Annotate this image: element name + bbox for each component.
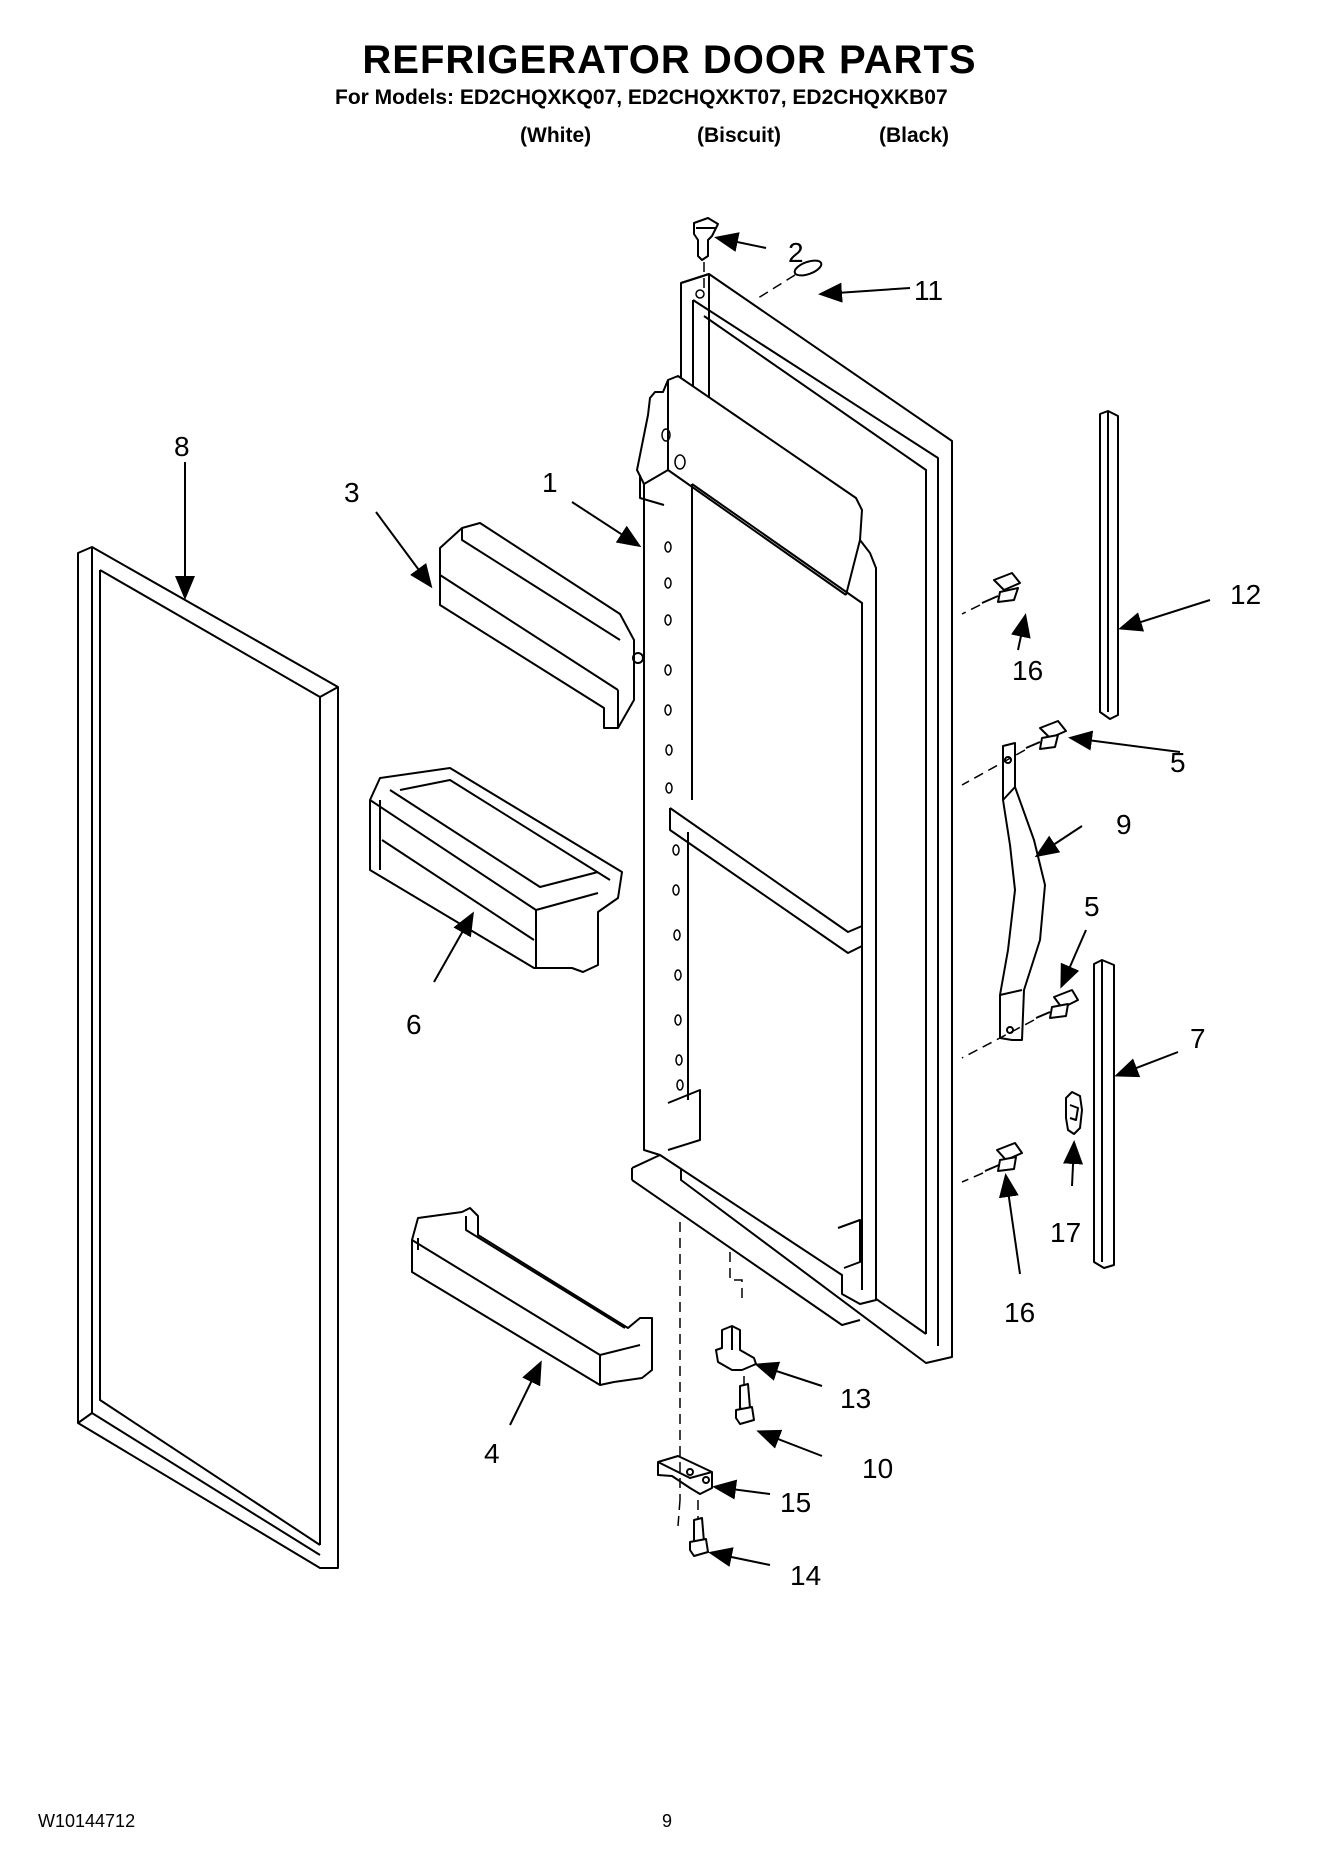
- door-shelf-bar: [411, 1207, 653, 1386]
- color-biscuit: (Biscuit): [697, 124, 781, 147]
- door-handle: [999, 742, 1046, 1041]
- shelf-holes: [661, 289, 705, 1091]
- callout-15: 15: [780, 1487, 811, 1518]
- callout-3: 3: [344, 477, 360, 508]
- callout-14: 14: [790, 1560, 821, 1591]
- callout-9: 9: [1116, 809, 1132, 840]
- callout-12: 12: [1230, 579, 1261, 610]
- screw-16-lower: [984, 1142, 1023, 1172]
- callout-8: 8: [174, 431, 190, 462]
- callout-labels: 1 2 3 4 5 5 6 7 8 9 10 11 12 13 14 15 16…: [174, 237, 1261, 1591]
- screw-5-upper: [1025, 720, 1067, 750]
- door-liner: [631, 375, 877, 1326]
- hinge-pin: [715, 1325, 757, 1371]
- dairy-cover: [439, 522, 644, 729]
- callout-10: 10: [862, 1453, 893, 1484]
- callout-16-upper: 16: [1012, 655, 1043, 686]
- door-bin: [369, 767, 623, 973]
- hinge-bracket: [657, 1455, 713, 1495]
- clip: [1065, 1091, 1083, 1135]
- callout-11: 11: [914, 275, 943, 306]
- color-black: (Black): [879, 124, 950, 147]
- color-white: (White): [520, 124, 592, 147]
- callout-1: 1: [542, 467, 558, 498]
- callout-6: 6: [406, 1009, 422, 1040]
- plug: [693, 217, 719, 261]
- screw-10: [735, 1383, 755, 1425]
- callout-13: 13: [840, 1383, 871, 1414]
- callout-5-upper: 5: [1170, 747, 1186, 778]
- document-number: W10144712: [38, 1811, 136, 1831]
- page-number: 9: [662, 1811, 673, 1831]
- screw-16-upper: [981, 572, 1021, 604]
- screw-5-lower: [1035, 989, 1079, 1019]
- door-gasket: [77, 546, 339, 1569]
- leader-arrows: [175, 232, 1211, 1567]
- screw-14: [689, 1517, 709, 1557]
- callout-5-lower: 5: [1084, 891, 1100, 922]
- door-trim-upper: [1099, 410, 1119, 720]
- page-title: REFRIGERATOR DOOR PARTS: [362, 38, 977, 82]
- callout-16-lower: 16: [1004, 1297, 1035, 1328]
- callout-17: 17: [1050, 1217, 1081, 1248]
- callout-2: 2: [788, 237, 804, 268]
- models-line: For Models: ED2CHQXKQ07, ED2CHQXKT07, ED…: [335, 86, 948, 109]
- callout-7: 7: [1190, 1023, 1206, 1054]
- washer: [793, 259, 823, 277]
- callout-4: 4: [484, 1438, 500, 1469]
- door-trim-lower: [1093, 959, 1115, 1269]
- alignment-lines: [677, 262, 1035, 1527]
